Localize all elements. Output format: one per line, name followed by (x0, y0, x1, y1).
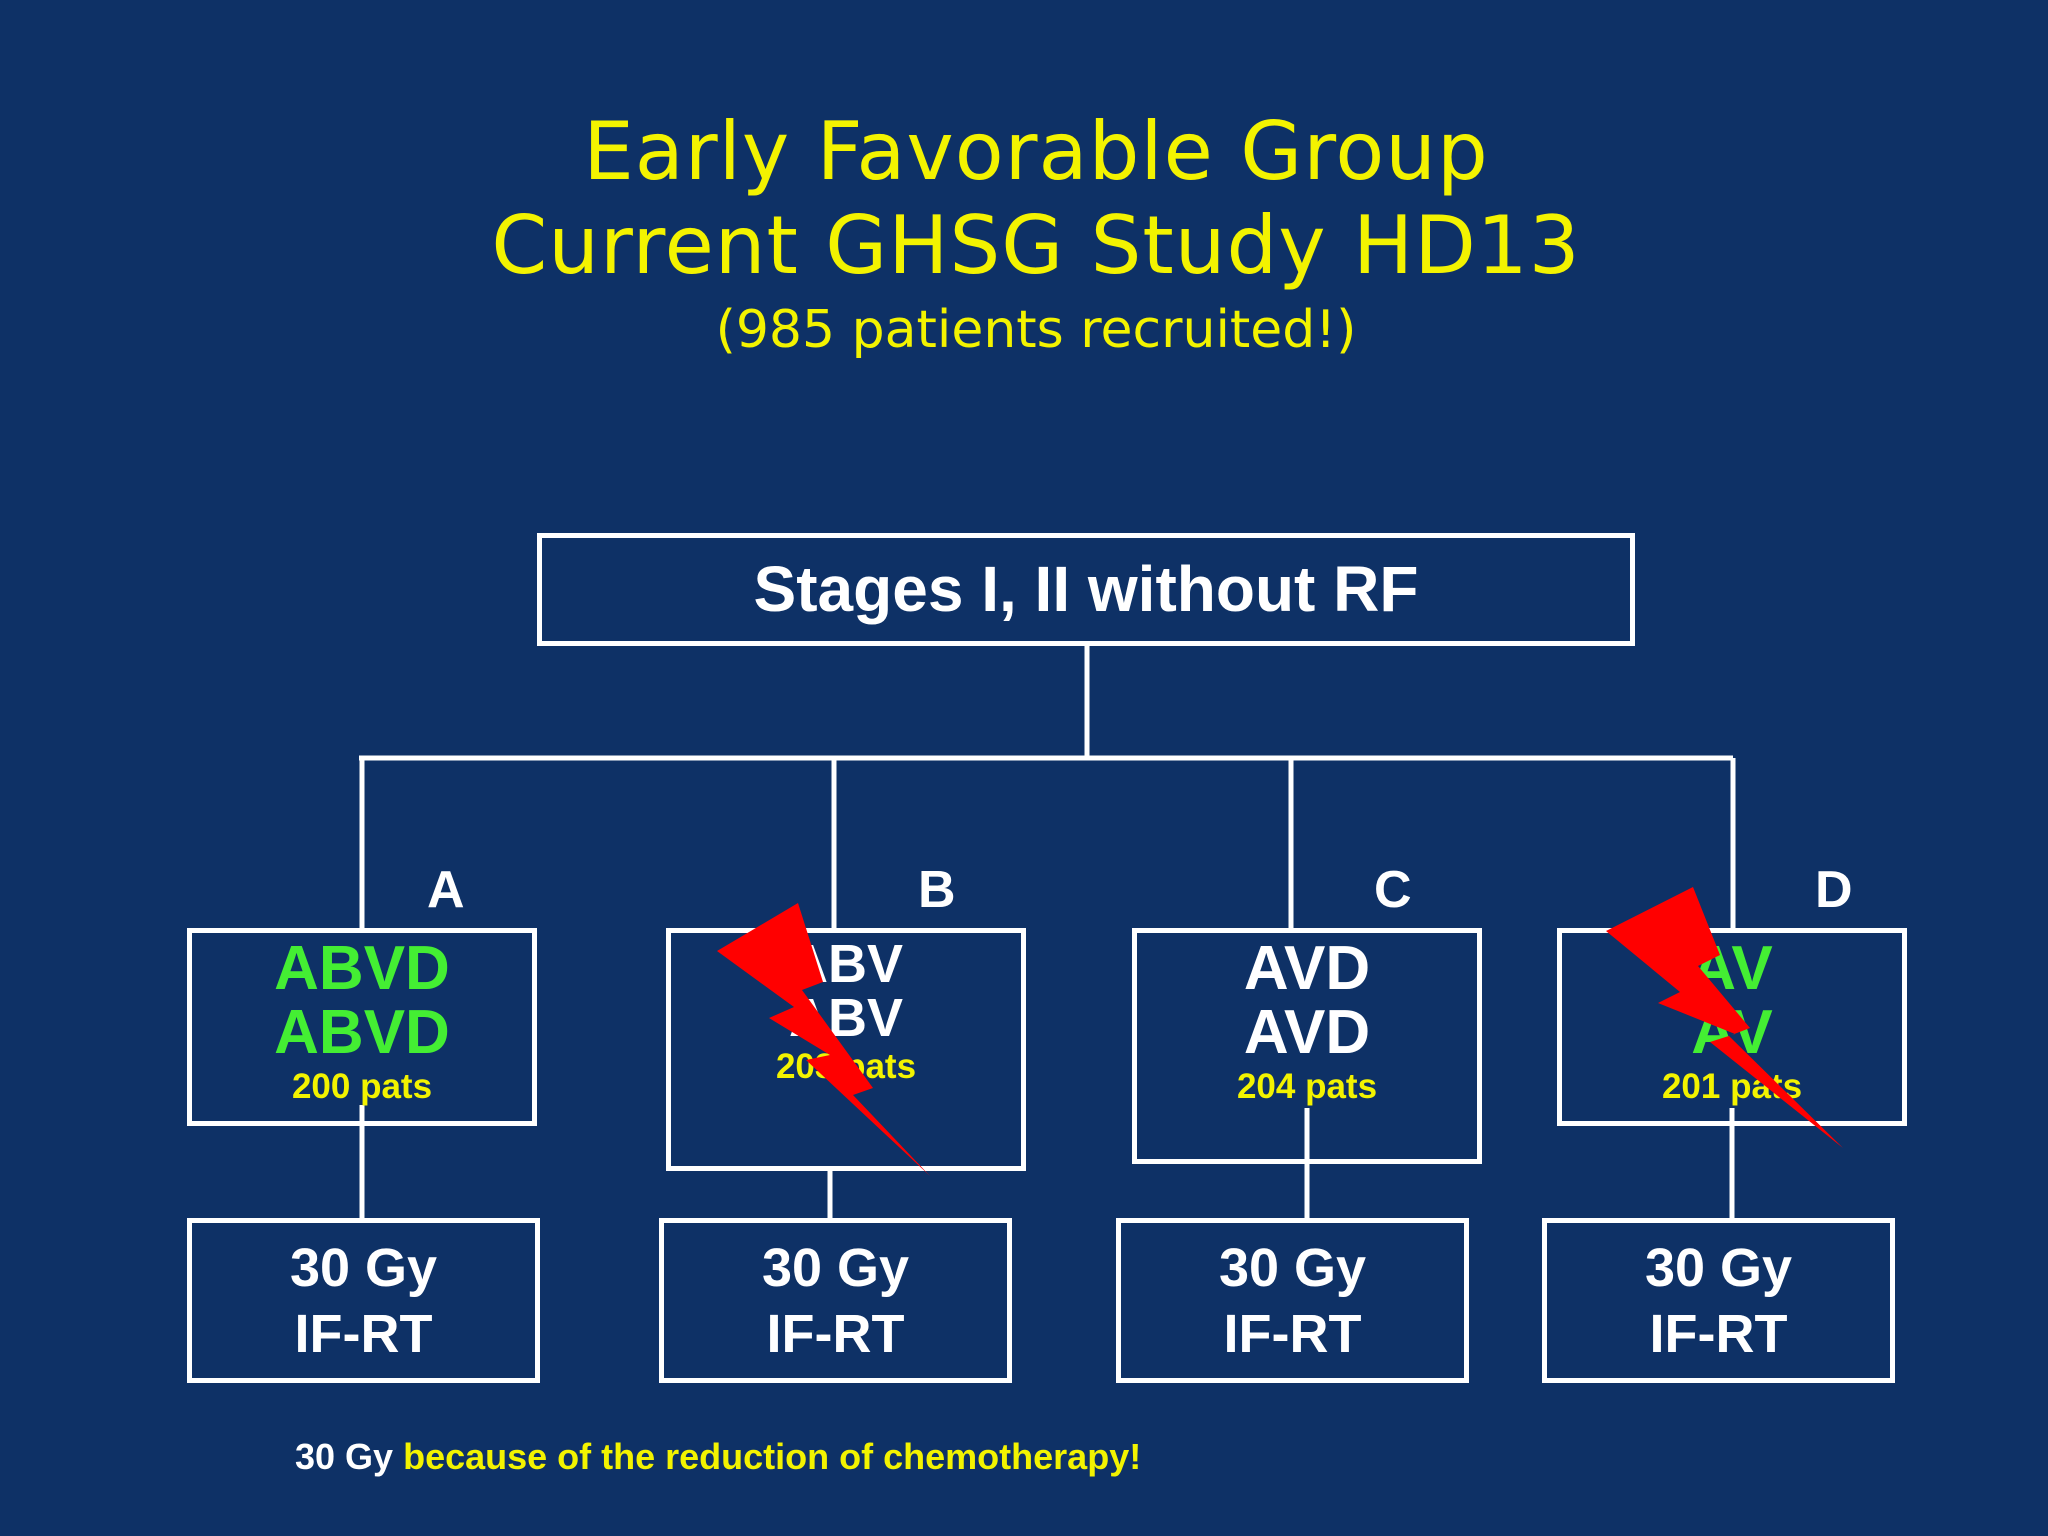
root-box: Stages I, II without RF (537, 533, 1635, 646)
chemo-box-c: AVD AVD 204 pats (1132, 928, 1482, 1164)
chemo-a-patients: 200 pats (291, 1067, 433, 1106)
red-lightning-bolt-icon (1606, 887, 1843, 1148)
arm-letter-b: B (918, 861, 956, 919)
rt-d-type: IF-RT (1649, 1304, 1788, 1364)
footnote: 30 Gy because of the reduction of chemot… (295, 1436, 1141, 1478)
rt-box-c: 30 Gy IF-RT (1116, 1218, 1469, 1383)
rt-box-a: 30 Gy IF-RT (187, 1218, 540, 1383)
rt-b-type: IF-RT (766, 1304, 905, 1364)
chemo-c-patients: 204 pats (1236, 1067, 1378, 1106)
arm-letter-c: C (1374, 861, 1412, 919)
subtitle: (985 patients recruited!) (715, 300, 1357, 360)
chemo-box-a: ABVD ABVD 200 pats (187, 928, 537, 1126)
rt-box-b: 30 Gy IF-RT (659, 1218, 1012, 1383)
title-block: Early Favorable Group Current GHSG Study… (0, 105, 2048, 365)
rt-box-d: 30 Gy IF-RT (1542, 1218, 1895, 1383)
chemo-a-line-1: ABVD (274, 934, 450, 1003)
chemo-a-line-2: ABVD (274, 998, 450, 1067)
rt-b-dose: 30 Gy (761, 1238, 910, 1298)
root-label: Stages I, II without RF (753, 553, 1419, 625)
footnote-reason: because of the reduction of chemotherapy… (393, 1436, 1142, 1477)
rt-c-dose: 30 Gy (1218, 1238, 1367, 1298)
rt-d-dose: 30 Gy (1644, 1238, 1793, 1298)
rt-a-type: IF-RT (294, 1304, 433, 1364)
chemo-c-line-2: AVD (1243, 998, 1371, 1067)
rt-c-type: IF-RT (1223, 1304, 1362, 1364)
arm-letter-d: D (1815, 861, 1853, 919)
red-lightning-bolt-icon (717, 903, 930, 1176)
chemo-c-line-1: AVD (1243, 934, 1371, 1003)
title-line-2: Current GHSG Study HD13 (491, 199, 1581, 292)
rt-a-dose: 30 Gy (289, 1238, 438, 1298)
title-line-1: Early Favorable Group (583, 105, 1489, 198)
arm-letter-a: A (427, 861, 465, 919)
footnote-dose: 30 Gy (295, 1436, 394, 1477)
